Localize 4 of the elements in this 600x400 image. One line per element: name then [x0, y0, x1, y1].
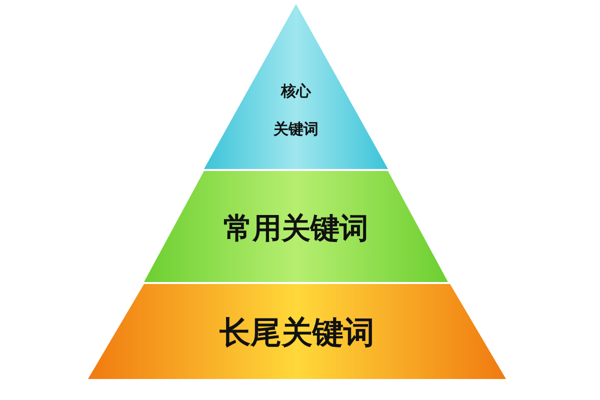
tier-label: 长尾关键词: [220, 314, 374, 353]
tier-label: 关键词: [274, 120, 318, 139]
tier-label: 核心: [281, 82, 311, 101]
tier-label: 常用关键词: [224, 210, 368, 247]
